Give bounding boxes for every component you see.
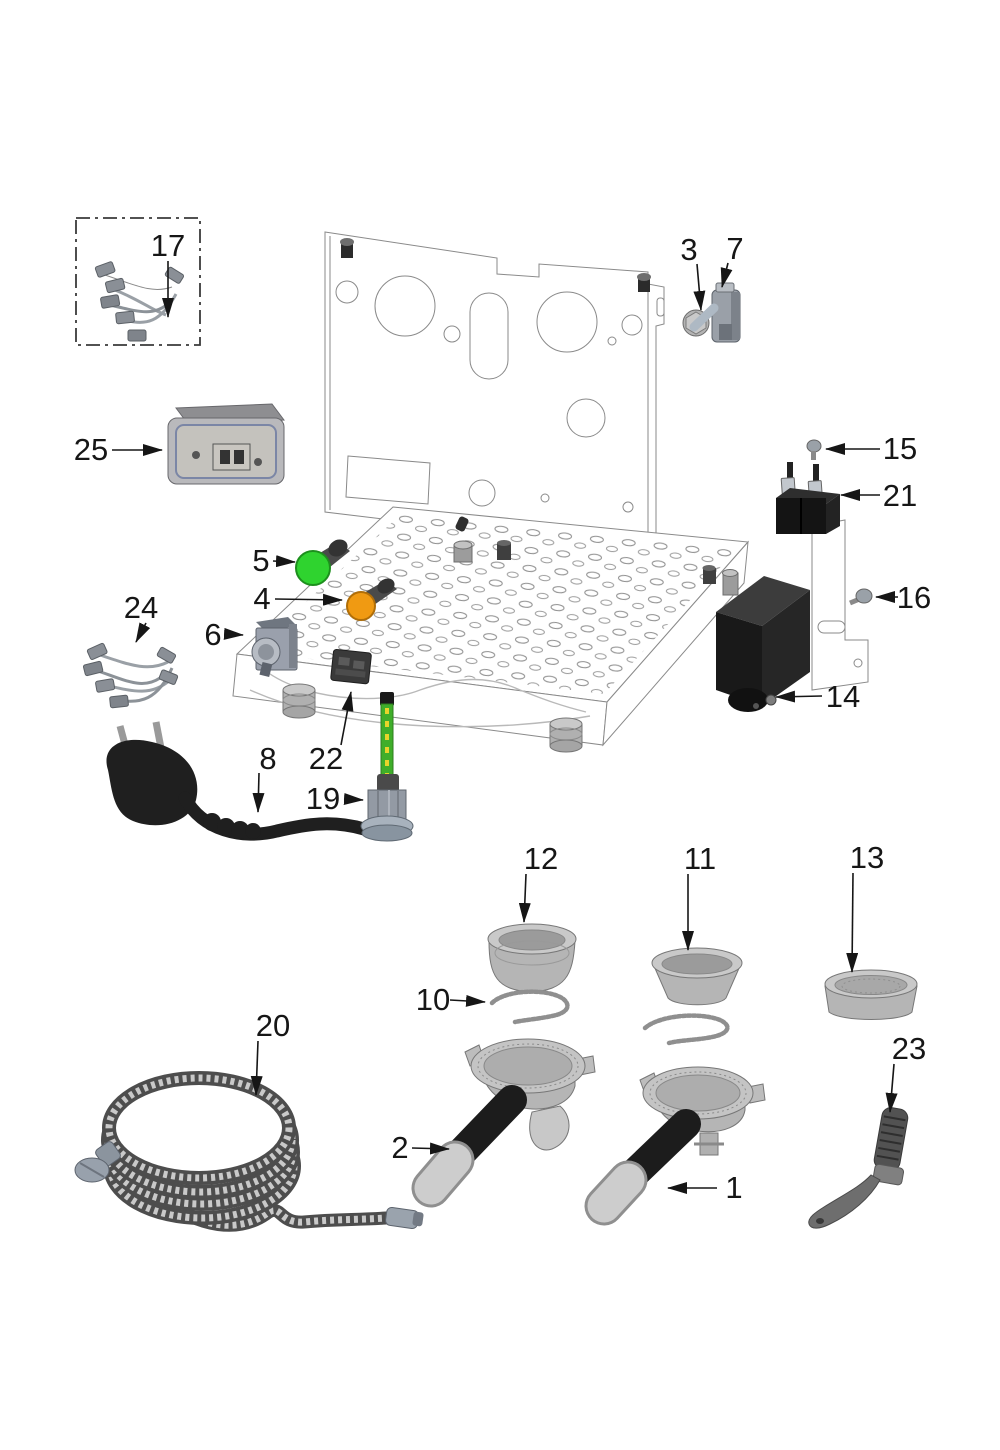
part-6-pressure-switch: [251, 617, 298, 678]
callout-label-20: 20: [256, 1008, 290, 1043]
part-14-pump-black-box: [716, 576, 810, 712]
callout-label-2: 2: [391, 1130, 408, 1165]
display-digit: [220, 450, 230, 464]
tray-foot-left: [282, 683, 316, 719]
part-13-filter-basket-shallow: [824, 969, 918, 1020]
handle-grip-black: [621, 1109, 701, 1187]
callout-label-11: 11: [684, 841, 716, 876]
callout-label-3: 3: [680, 232, 697, 267]
chassis-base-tray: [232, 506, 750, 753]
retaining-clip-second: [642, 1013, 730, 1046]
part-12-filter-basket-deep: [487, 923, 577, 993]
handle-end-cap: [587, 1163, 645, 1223]
dash-dot-box: [75, 217, 201, 346]
part-8-power-cord-plug: [106, 721, 371, 841]
panel-screw-left: [340, 238, 354, 258]
handle-end-cap: [414, 1143, 472, 1205]
panel-screw-right: [637, 273, 651, 292]
part-17-wiring-harness-boxed: [75, 217, 201, 346]
callout-label-16: 16: [897, 580, 931, 615]
hose-fitting-right: [385, 1207, 424, 1229]
lever-arm: [808, 1174, 881, 1229]
callout-label-22: 22: [309, 741, 343, 776]
green-lens: [295, 550, 331, 586]
tray-standoffs: [453, 516, 739, 596]
part-4-orange-indicator-lamp: [346, 578, 397, 621]
callout-label-21: 21: [883, 478, 917, 513]
callout-label-19: 19: [306, 781, 340, 816]
chassis-back-panel: [324, 231, 665, 553]
tray-foot-right: [549, 717, 583, 753]
part-21-relay-terminal-block: [776, 462, 840, 534]
callout-label-4: 4: [253, 581, 270, 616]
part-22-connector-block: [330, 649, 372, 685]
part-5-green-indicator-lamp: [295, 539, 350, 586]
part-10-retaining-clip: [489, 989, 570, 1025]
part-23-steam-lever-handle: [808, 1107, 909, 1229]
callout-label-25: 25: [74, 432, 108, 467]
part-20-braided-hose-coil: [74, 1071, 424, 1232]
part-24-wiring-harness: [82, 642, 179, 709]
part-7-toggle-valve: [689, 282, 741, 343]
part-11-filter-basket-medium: [651, 947, 743, 1006]
handle-grip-black: [447, 1085, 527, 1167]
callouts: 1 2 3 4 5 6 7 8 10 11 12 13 14 15 16 17: [74, 228, 931, 1205]
double-spout: [529, 1105, 570, 1151]
part-15-screw: [806, 439, 822, 460]
callout-label-1: 1: [725, 1170, 742, 1205]
callout-label-8: 8: [259, 741, 276, 776]
display-digit: [234, 450, 244, 464]
callout-label-24: 24: [124, 590, 158, 625]
part-2-portafilter-double-spout: [411, 1038, 596, 1208]
part-25-control-box: [167, 403, 285, 485]
callout-label-15: 15: [883, 431, 917, 466]
callout-label-10: 10: [416, 982, 450, 1017]
ground-wire-green: [380, 703, 394, 779]
callout-label-14: 14: [826, 679, 860, 714]
chassis-side-bracket: [779, 519, 869, 691]
callout-label-12: 12: [524, 841, 558, 876]
part-1-portafilter-single: [584, 1066, 766, 1226]
orange-lens: [346, 591, 376, 621]
part-16-screw: [849, 588, 873, 606]
callout-label-17: 17: [151, 228, 185, 263]
knurled-grip: [873, 1107, 909, 1171]
callout-label-7: 7: [726, 231, 743, 266]
callout-label-6: 6: [204, 617, 221, 652]
callout-label-5: 5: [252, 543, 269, 578]
hose-fitting-left: [74, 1141, 121, 1183]
callout-label-13: 13: [850, 840, 884, 875]
callout-label-23: 23: [892, 1031, 926, 1066]
part-19-cable-gland: [360, 692, 414, 842]
